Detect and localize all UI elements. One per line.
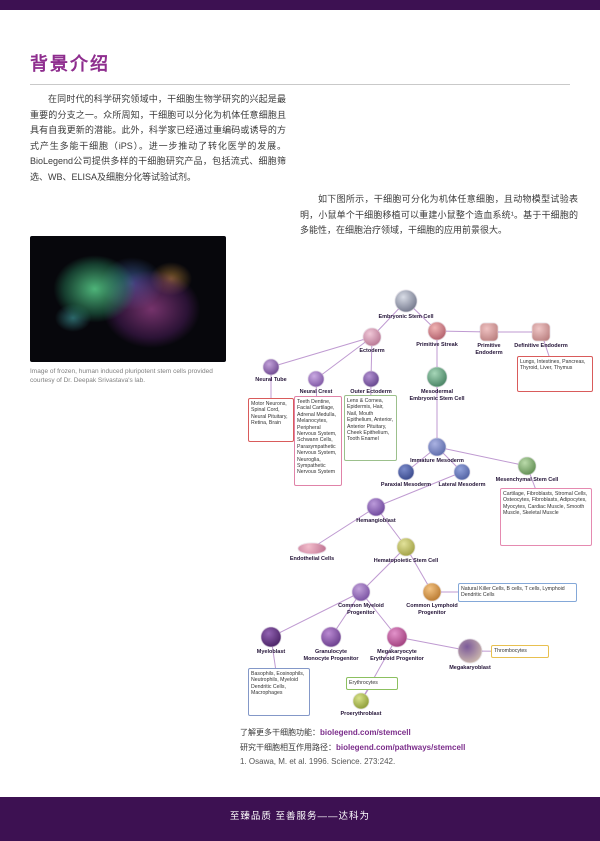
diagram-edge	[436, 446, 528, 467]
diagram-edge	[370, 336, 373, 380]
diagram-edge	[311, 506, 377, 549]
footer-slogan: 至臻品质 至善服务——达科为	[229, 811, 371, 822]
diagram-edge	[315, 336, 373, 380]
top-bar	[0, 0, 600, 10]
diagram-edge	[270, 591, 362, 638]
diagram-edge	[370, 378, 372, 429]
intro-paragraph-left: 在同时代的科学研究领域中，干细胞生物学研究的兴起是最重要的分支之一。众所周知，干…	[30, 94, 286, 182]
diagram-edge	[270, 336, 373, 368]
diagram-edge	[360, 591, 398, 638]
ips-cell-fluorescence-photo	[30, 236, 226, 362]
link-line-2: 研究干细胞相互作用路径：biolegend.com/pathways/stemc…	[240, 741, 465, 756]
diagram-edge	[396, 636, 471, 652]
intro-paragraph-right: 如下图所示，干细胞可分化为机体任意细胞，且动物模型试验表明，小鼠单个干细胞移植可…	[300, 194, 578, 235]
footer-bar: 至臻品质 至善服务——达科为	[0, 797, 600, 841]
diagram-edge	[360, 683, 373, 702]
diagram-edge	[436, 330, 490, 333]
diagram-edge	[540, 331, 556, 375]
diagram-edge	[405, 300, 438, 332]
diagram-edge	[375, 471, 463, 508]
link-line-1: 了解更多干细胞功能：biolegend.com/stemcell	[240, 726, 465, 741]
diagram-edge	[526, 465, 547, 518]
diagram-edge	[469, 650, 521, 652]
pathways-link[interactable]: biolegend.com/pathways/stemcell	[336, 742, 466, 752]
heading-divider	[30, 84, 570, 85]
diagram-edge	[315, 378, 319, 442]
diagram-edge	[436, 446, 463, 473]
diagram-edge	[270, 636, 280, 693]
diagram-edge	[360, 636, 398, 702]
footer-links: 了解更多干细胞功能：biolegend.com/stemcell 研究干细胞相互…	[240, 726, 465, 770]
link2-prefix: 研究干细胞相互作用路径：	[240, 742, 336, 752]
photo-caption: Image of frozen, human induced pluripote…	[30, 368, 213, 384]
diagram-edge	[375, 506, 407, 548]
diagram-edge	[405, 546, 433, 593]
link1-prefix: 了解更多干细胞功能：	[240, 728, 320, 737]
stemcell-link[interactable]: biolegend.com/stemcell	[320, 728, 411, 737]
diagram-edge	[371, 300, 407, 338]
diagram-edge	[405, 446, 438, 473]
reference-citation: 1. Osawa, M. et al. 1996. Science. 273:2…	[240, 757, 396, 766]
diagram-edge	[360, 546, 407, 593]
diagram-edge	[330, 591, 362, 638]
page-title: 背景介绍	[30, 54, 110, 74]
